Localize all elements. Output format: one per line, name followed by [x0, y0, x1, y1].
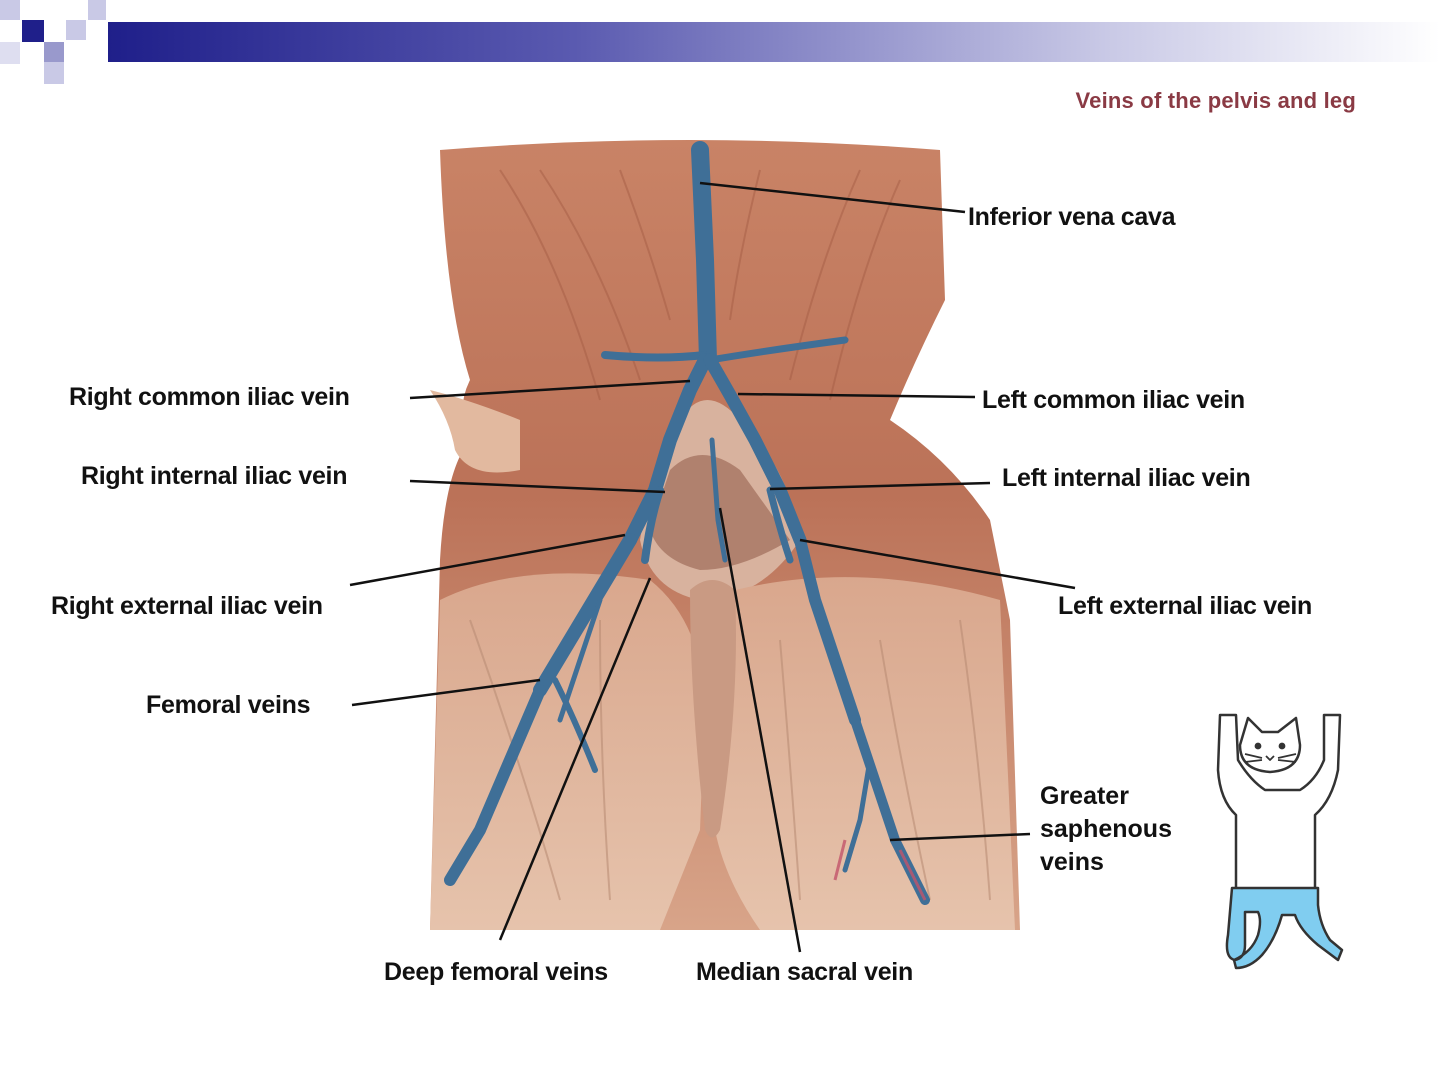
left-internal-iliac-vessel — [766, 486, 794, 564]
artery-traces — [833, 839, 927, 901]
right-deep-femoral-vessel — [557, 597, 603, 723]
label-greater-saphenous-line-1: Greater — [1040, 782, 1129, 810]
slide-title: Veins of the pelvis and leg — [1075, 88, 1356, 113]
cat-face — [1244, 742, 1297, 763]
cat-body-outline — [1216, 713, 1342, 892]
header-square — [0, 42, 20, 64]
right-thigh — [430, 573, 705, 930]
skin-flap-right — [430, 390, 520, 473]
header-square — [22, 20, 44, 42]
label-left-external-iliac-vein: Left external iliac vein — [1058, 592, 1313, 620]
label-greater-saphenous-line-2: saphenous — [1040, 815, 1172, 843]
renal-branch-left — [706, 336, 849, 364]
leader-inferior-vena-cava — [699, 181, 966, 214]
cat-legs-highlight — [1225, 886, 1344, 970]
right-femoral-branch — [552, 677, 598, 773]
veins — [444, 141, 930, 905]
header-gradient-bar — [108, 22, 1440, 62]
header-bar — [0, 0, 1440, 84]
right-internal-iliac-vessel — [641, 486, 664, 564]
label-deep-femoral-veins: Deep femoral veins — [384, 958, 608, 986]
cat-head — [1238, 716, 1302, 774]
leader-left-external-iliac — [799, 538, 1076, 590]
leader-right-external-iliac — [349, 533, 626, 587]
leader-right-common-iliac — [409, 379, 691, 400]
muscle-striations — [499, 169, 901, 401]
header-square — [88, 0, 106, 20]
header-square — [44, 42, 64, 62]
label-left-common-iliac-vein: Left common iliac vein — [982, 386, 1245, 414]
left-common-iliac-vessel — [703, 353, 807, 547]
label-femoral-veins: Femoral veins — [146, 691, 311, 719]
leg-muscle-lines — [469, 619, 991, 901]
left-external-iliac-vessel — [794, 534, 861, 726]
inferior-vena-cava-vessel — [691, 141, 717, 369]
perineum — [690, 580, 736, 838]
cat-orientation-figure — [1216, 713, 1344, 970]
median-sacral-vessel — [709, 437, 728, 563]
right-femoral-vessel — [444, 684, 546, 886]
label-right-common-iliac-vein: Right common iliac vein — [69, 383, 350, 411]
right-external-iliac-vessel — [533, 533, 637, 697]
label-left-internal-iliac-vein: Left internal iliac vein — [1002, 464, 1251, 492]
leader-left-common-iliac — [737, 392, 976, 399]
label-right-internal-iliac-vein: Right internal iliac vein — [81, 462, 348, 490]
leader-greater-saphenous — [889, 832, 1031, 842]
leader-right-internal-iliac — [409, 479, 666, 494]
leader-median-sacral — [718, 507, 802, 953]
label-greater-saphenous-veins: Greater saphenous veins — [1040, 780, 1172, 879]
label-inferior-vena-cava: Inferior vena cava — [968, 203, 1176, 231]
label-right-external-iliac-vein: Right external iliac vein — [51, 592, 323, 620]
renal-branch-right — [601, 351, 709, 362]
leader-femoral — [351, 678, 541, 707]
label-median-sacral-vein: Median sacral vein — [696, 958, 913, 986]
header-square — [44, 62, 64, 84]
left-greater-saphenous-vessel — [842, 757, 873, 873]
leader-left-internal-iliac — [769, 481, 991, 491]
header-square — [66, 20, 86, 40]
leader-deep-femoral — [498, 577, 652, 941]
right-common-iliac-vessel — [623, 353, 712, 547]
header-square — [0, 0, 20, 20]
leader-lines — [349, 181, 1076, 953]
label-greater-saphenous-line-3: veins — [1040, 848, 1104, 876]
